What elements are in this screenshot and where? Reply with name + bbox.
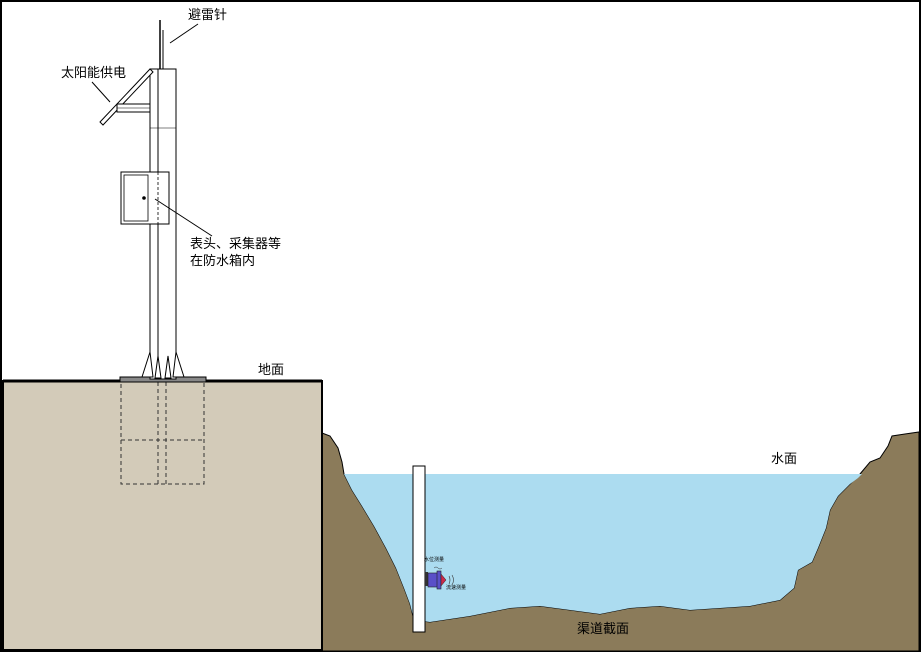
label-lightning-rod: 避雷针 bbox=[188, 8, 228, 23]
lightning-rod bbox=[159, 20, 164, 69]
label-channel-section: 渠道截面 bbox=[577, 622, 630, 637]
sensor-cap bbox=[436, 570, 442, 590]
level-wave-icon bbox=[433, 566, 443, 570]
label-waterproof-box-line2: 在防水箱内 bbox=[190, 254, 256, 269]
sensor-body bbox=[427, 572, 439, 588]
label-sensor-side: 流速测量 bbox=[446, 585, 467, 591]
sensor-mount bbox=[425, 572, 428, 586]
leader-lightning-rod bbox=[169, 23, 199, 44]
sensor-head bbox=[440, 573, 447, 587]
pole-support-fins bbox=[141, 351, 185, 379]
gauge-post bbox=[412, 465, 426, 633]
solar-panel bbox=[99, 68, 154, 126]
water-body bbox=[344, 474, 862, 622]
label-water-surface: 水面 bbox=[771, 452, 798, 467]
foundation-outline bbox=[120, 381, 205, 485]
ground-block bbox=[2, 380, 323, 651]
label-waterproof-box-line1: 表头、采集器等 bbox=[190, 237, 282, 252]
label-solar-power: 太阳能供电 bbox=[61, 66, 127, 81]
signal-waves-icon bbox=[448, 574, 454, 586]
label-sensor-top: 水位测量 bbox=[424, 557, 445, 563]
leader-solar-panel bbox=[91, 81, 111, 103]
leader-waterproof-box bbox=[154, 198, 213, 237]
waterproof-box bbox=[120, 171, 170, 225]
leader-lines bbox=[91, 23, 260, 381]
label-ground: 地面 bbox=[258, 363, 285, 378]
sensor-unit bbox=[425, 566, 454, 590]
